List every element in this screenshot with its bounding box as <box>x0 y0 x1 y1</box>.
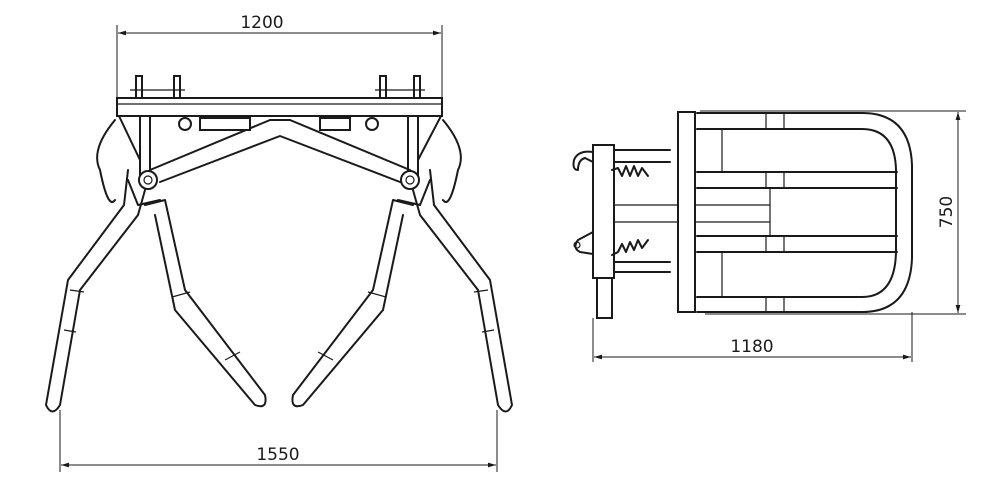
lower-spring <box>611 239 649 256</box>
mount-plate <box>677 111 696 313</box>
left-inner-arm <box>144 199 267 408</box>
dimension-1180: 1180 <box>592 312 913 362</box>
front-view: 1200 <box>45 13 513 472</box>
top-hooks <box>130 75 425 99</box>
left-outer-arm <box>45 169 146 413</box>
dimension-1200: 1200 <box>116 13 443 98</box>
right-outer-arm <box>412 169 513 413</box>
left-pivot <box>138 170 158 190</box>
dimension-label-arm-span: 1550 <box>256 445 299 465</box>
dimension-750: 750 <box>700 110 966 315</box>
dimension-label-top-width: 1200 <box>240 13 283 33</box>
right-pivot <box>400 170 420 190</box>
top-hook <box>572 150 594 171</box>
right-inner-arm <box>291 199 414 408</box>
top-beam <box>116 97 443 117</box>
side-view: 750 1180 <box>572 110 966 362</box>
back-frame <box>592 144 615 279</box>
dimension-label-length: 1180 <box>730 337 773 357</box>
dimension-label-height: 750 <box>937 196 957 228</box>
upper-spring <box>611 165 649 177</box>
dimension-1550: 1550 <box>59 410 498 472</box>
tube-cage <box>696 112 913 313</box>
